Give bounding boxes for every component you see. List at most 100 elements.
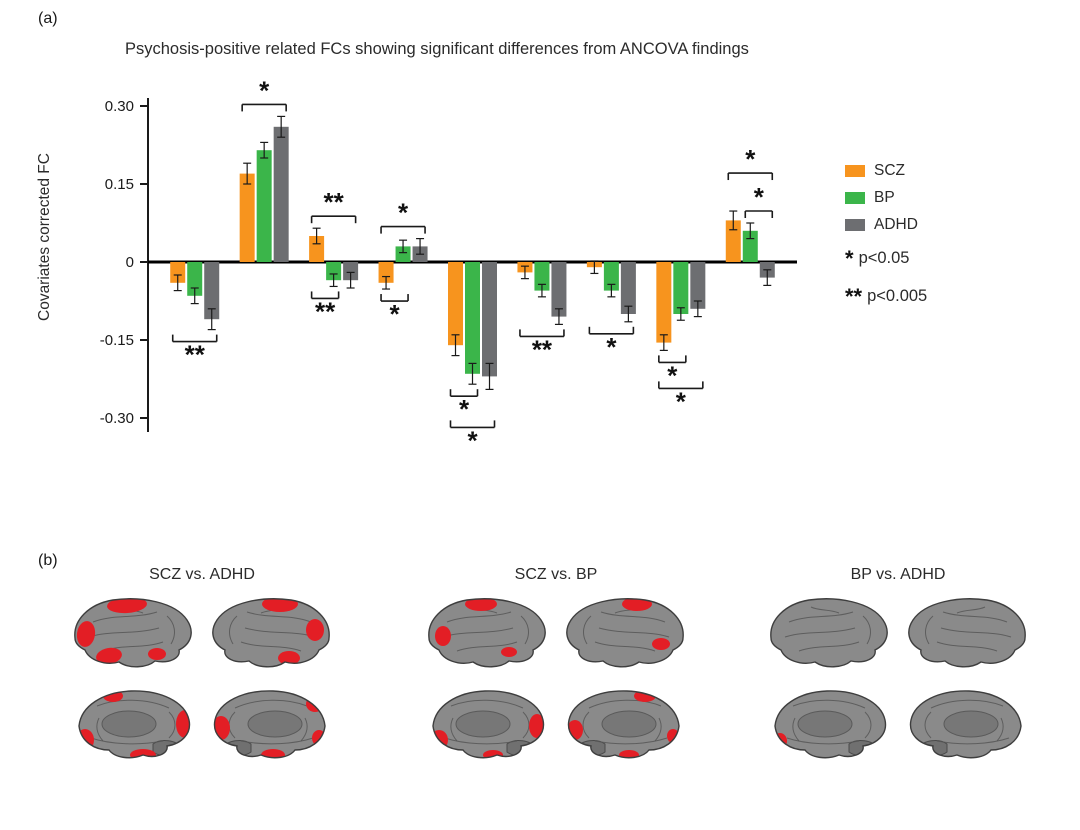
highlight-region: [435, 626, 451, 646]
sulcus-line: [930, 699, 1004, 709]
brain-view-med: [432, 690, 545, 759]
brain-outline: [432, 690, 545, 759]
brain-view-med: [909, 690, 1022, 759]
sulcus-line: [788, 611, 854, 623]
sulcus-line: [936, 737, 1010, 745]
bar-SCZ: [309, 236, 325, 262]
sulcus-line: [300, 717, 308, 742]
sulcus-line: [810, 606, 840, 614]
significance-threshold: p<0.05: [858, 249, 910, 267]
brain-comparison-group: SCZ vs. BP: [420, 566, 692, 766]
sulcus-line: [594, 737, 668, 745]
brain-comparison-group: SCZ vs. ADHD: [66, 566, 338, 766]
significance-label: *: [745, 144, 756, 174]
sulcus-line: [996, 717, 1004, 742]
sulcus-line: [864, 711, 872, 739]
brain-surface: [908, 598, 1026, 667]
brain-outline: [909, 690, 1022, 759]
legend-item-ADHD: ADHD: [845, 216, 927, 234]
sulcus-line: [792, 717, 800, 742]
highlight-region: [529, 714, 544, 738]
sulcus-line: [583, 615, 592, 645]
brain-surface: [212, 598, 330, 667]
sulcus-line: [168, 711, 176, 739]
sulcus-line: [234, 699, 308, 709]
highlight-region: [465, 598, 497, 611]
brain-surface: [770, 598, 888, 667]
bar-ADHD: [482, 262, 497, 377]
significance-label: *: [667, 360, 678, 390]
legend-note: *p<0.05: [845, 246, 927, 272]
brain-view-lat: [770, 598, 888, 668]
significance-symbol: **: [845, 284, 863, 309]
comparison-title: BP vs. ADHD: [850, 566, 946, 583]
significance-label: **: [315, 296, 336, 326]
brain-grid: [66, 592, 338, 766]
bar-BP: [395, 246, 411, 262]
brain-outline: [78, 690, 191, 759]
sulcus-line: [166, 615, 175, 645]
y-tick-label: -0.30: [100, 410, 134, 427]
highlight-region: [96, 647, 122, 665]
significance-label: *: [459, 394, 470, 424]
brain-outline: [74, 598, 192, 668]
bar-ADHD: [343, 262, 359, 281]
sulcus-line: [925, 615, 934, 645]
comparison-title: SCZ vs. BP: [514, 566, 598, 583]
highlight-region: [76, 621, 96, 647]
highlight-region: [619, 750, 639, 758]
significance-symbol: *: [845, 246, 854, 271]
sulcus-line: [598, 627, 670, 638]
highlight-region: [107, 598, 147, 614]
comparison-title: SCZ vs. ADHD: [149, 566, 255, 583]
sulcus-line: [96, 717, 104, 742]
panel-a-label: (a): [38, 10, 58, 27]
bar-SCZ: [725, 220, 741, 262]
highlight-region: [483, 750, 503, 758]
brain-outline: [213, 690, 326, 759]
bar-chart: 0.300.150-0.15-0.30******************: [100, 75, 797, 455]
y-tick-label: 0.15: [105, 176, 134, 193]
sulcus-line: [229, 615, 238, 645]
bar-SCZ: [656, 262, 672, 343]
legend-swatch: [845, 165, 865, 177]
brain-view-lat: [566, 598, 684, 668]
brain-view-med: [774, 690, 887, 759]
brain-surface: [566, 598, 684, 667]
highlight-region: [306, 696, 324, 712]
brain-outline: [428, 598, 546, 668]
brain-comparison-group: BP vs. ADHD: [762, 566, 1034, 766]
sulcus-line: [450, 717, 458, 742]
sulcus-line: [446, 611, 512, 623]
highlight-region: [176, 710, 190, 738]
corpus-callosum-region: [601, 710, 657, 738]
legend-note: **p<0.005: [845, 284, 927, 310]
bar-BP: [187, 262, 203, 296]
y-axis-label: Covariates corrected FC: [36, 153, 53, 322]
sulcus-line: [456, 641, 518, 652]
brain-view-lat: [74, 598, 192, 668]
bar-ADHD: [204, 262, 220, 320]
sulcus-line: [786, 737, 860, 745]
legend-item-BP: BP: [845, 189, 927, 207]
sulcus-line: [246, 611, 312, 623]
sulcus-line: [862, 615, 871, 645]
significance-label: *: [398, 198, 409, 228]
sulcus-line: [942, 611, 1008, 623]
sulcus-line: [784, 627, 856, 638]
sulcus-line: [96, 699, 170, 709]
brain-view-lat: [908, 598, 1026, 668]
significance-label: **: [532, 334, 553, 364]
sulcus-line: [936, 641, 998, 652]
bar-ADHD: [273, 126, 289, 262]
brain-outline: [774, 690, 887, 759]
sulcus-line: [588, 699, 662, 709]
y-tick-label: -0.15: [100, 332, 134, 349]
sulcus-line: [956, 606, 986, 614]
legend-swatch: [845, 192, 865, 204]
brain-outline: [567, 690, 680, 759]
significance-label: *: [259, 75, 270, 105]
corpus-callosum-region: [943, 710, 999, 738]
bar-ADHD: [690, 262, 706, 309]
